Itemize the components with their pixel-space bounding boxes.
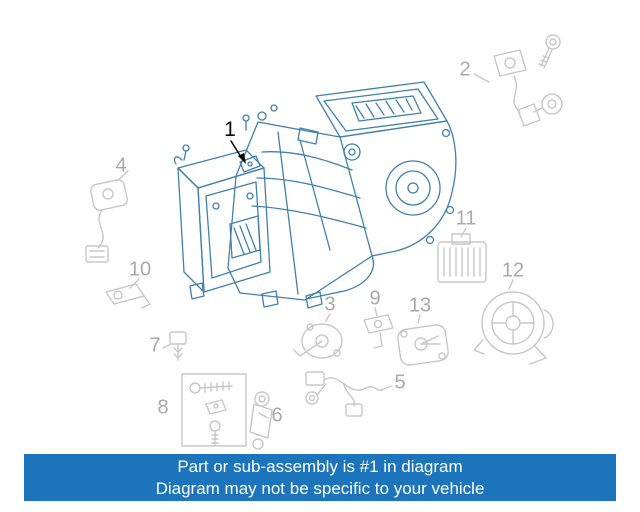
part-2-drawing xyxy=(473,34,563,127)
part-10-drawing xyxy=(105,278,151,309)
callout-12: 12 xyxy=(501,259,525,282)
part-4-drawing xyxy=(85,170,129,263)
callout-11: 11 xyxy=(455,207,477,230)
callout-1: 1 xyxy=(224,118,236,141)
callout-2: 2 xyxy=(459,58,471,81)
note-line-1: Part or sub-assembly is #1 in diagram xyxy=(177,456,463,476)
note-line-2: Diagram may not be specific to your vehi… xyxy=(155,478,485,498)
part-11-drawing xyxy=(437,227,487,283)
callout-1-arrow xyxy=(230,140,246,164)
main-assembly-drawing xyxy=(173,81,457,309)
part-12-drawing xyxy=(473,279,554,365)
callout-10: 10 xyxy=(128,258,152,281)
callout-13: 13 xyxy=(408,294,432,317)
part-8-drawing xyxy=(181,373,247,447)
part-9-drawing xyxy=(363,307,394,349)
callout-6: 6 xyxy=(271,404,283,427)
part-6-drawing xyxy=(249,391,273,450)
callout-5: 5 xyxy=(394,371,406,394)
callout-7: 7 xyxy=(149,334,161,357)
callout-9: 9 xyxy=(369,287,381,310)
callout-8: 8 xyxy=(157,396,169,419)
note-banner: Part or sub-assembly is #1 in diagram Di… xyxy=(24,454,616,501)
part-13-drawing xyxy=(397,314,449,366)
part-7-drawing xyxy=(162,331,187,361)
part-3-drawing xyxy=(293,313,343,359)
callout-3: 3 xyxy=(324,293,336,316)
callout-4: 4 xyxy=(115,154,127,177)
part-5-drawing xyxy=(305,371,392,417)
